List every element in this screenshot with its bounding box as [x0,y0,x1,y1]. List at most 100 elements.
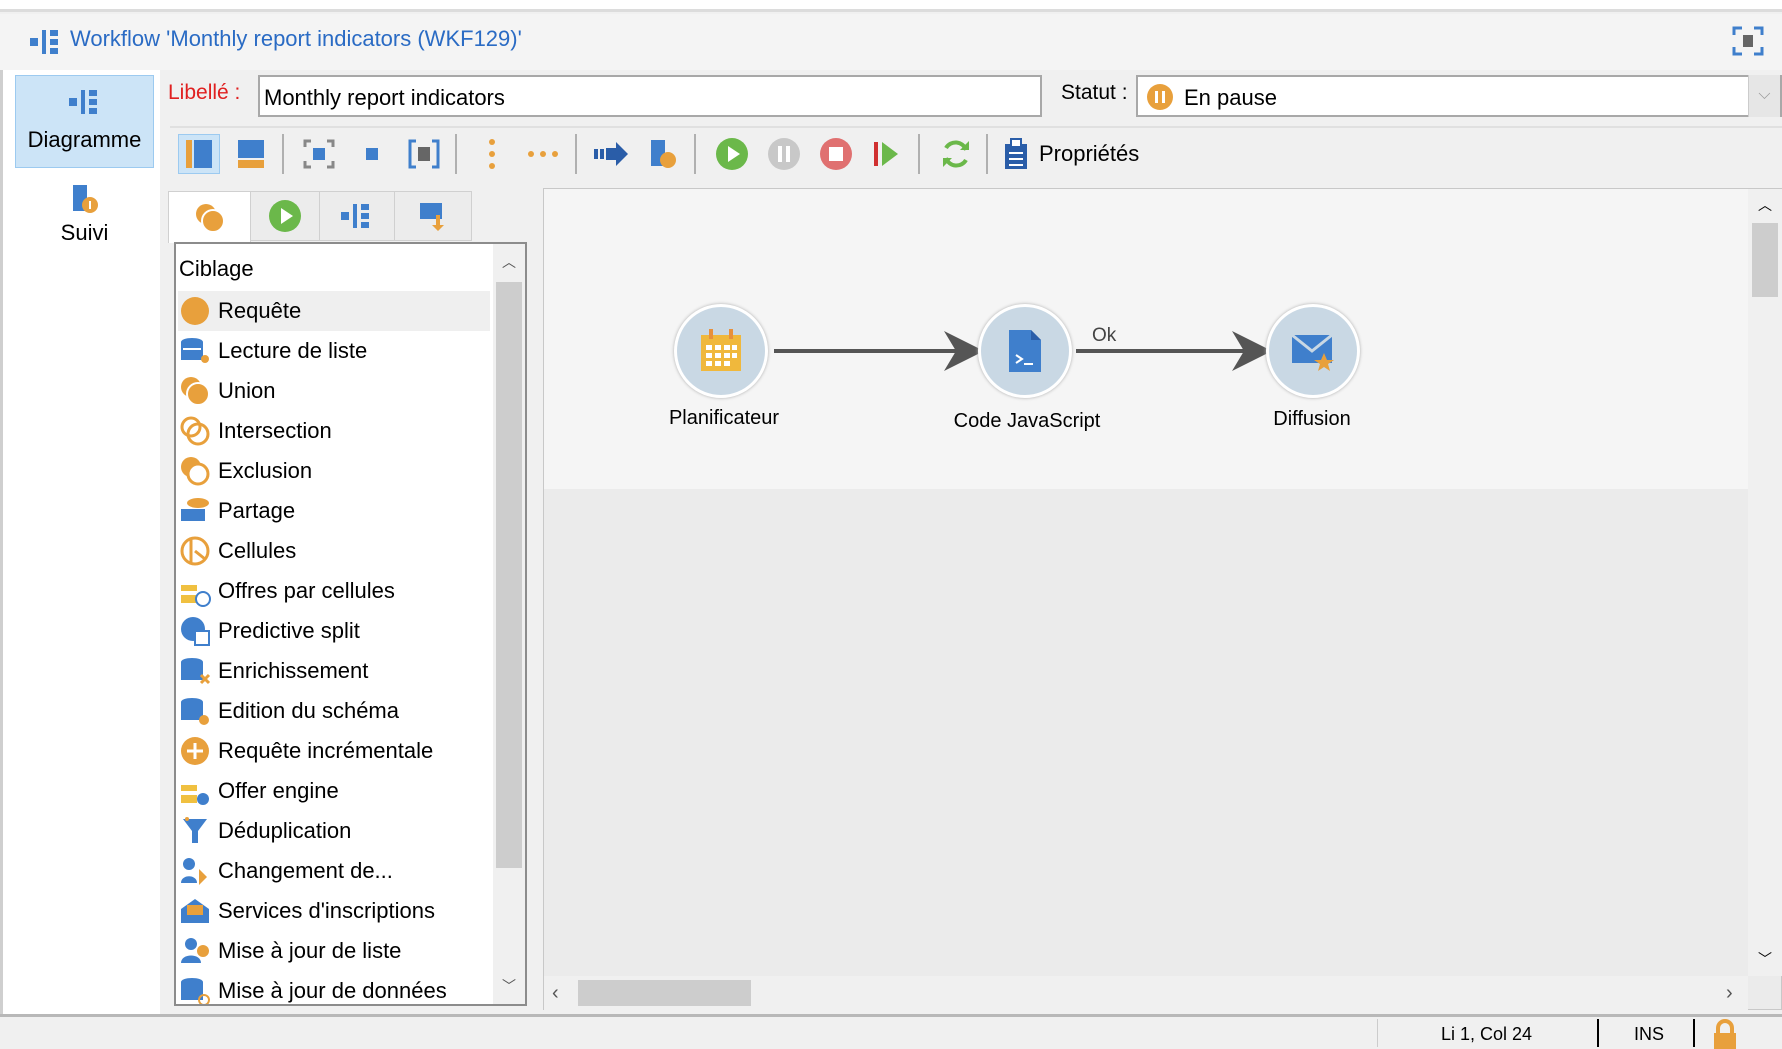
node-diffusion[interactable] [1266,304,1360,398]
palette-item-label: Changement de... [218,858,393,883]
tab-targeting[interactable] [168,191,251,243]
node-planificateur[interactable] [674,304,768,398]
targeting-icon [195,203,225,233]
status-bar: Li 1, Col 24 INS [0,1014,1782,1049]
vertical-align-button[interactable] [471,134,513,174]
palette-scrollbar[interactable]: ︿ ﹀ [493,244,525,1004]
pause-button[interactable] [763,134,805,174]
palette-item[interactable]: Mise à jour de données [178,971,490,1004]
scrollbar-thumb[interactable] [578,980,751,1006]
properties-button[interactable]: Propriétés [1003,134,1139,174]
palette-item-label: Cellules [218,538,297,563]
palette-item[interactable]: Enrichissement [178,651,490,691]
sidebar-item-suivi[interactable]: Suivi [15,175,154,268]
zoom-normal-button[interactable] [351,134,393,174]
zoom-select-button[interactable] [403,134,445,174]
palette-item[interactable]: Intersection [178,411,490,451]
palette-item[interactable]: Predictive split [178,611,490,651]
separator [1693,1019,1695,1047]
palette-item[interactable]: Requête [178,291,490,331]
palette-item[interactable]: Partage [178,491,490,531]
palette-item-label: Offer engine [218,778,339,803]
separator [918,134,920,174]
palette-item-label: Enrichissement [218,658,369,683]
transition-label: Ok [1092,325,1117,346]
palette-item-label: Offres par cellules [218,578,395,603]
palette-item[interactable]: Services d'inscriptions [178,891,490,931]
status-value: En pause [1184,85,1277,110]
tab-events[interactable] [394,191,472,241]
scrollbar-thumb[interactable] [1752,223,1778,297]
delivery-icon [1291,333,1334,371]
scrollbar-thumb[interactable] [496,282,522,868]
exclusion-icon [178,454,212,488]
maximize-icon[interactable] [1732,26,1764,56]
status-select[interactable]: En pause ⌵ [1136,75,1782,117]
tracking-icon [72,185,98,213]
palette-item-label: Edition du schéma [218,698,399,723]
palette-item[interactable]: Offer engine [178,771,490,811]
offer-engine-icon [178,774,212,808]
palette-item[interactable]: Union [178,371,490,411]
tab-flow-control[interactable] [250,191,320,241]
list-update-icon [178,934,212,968]
horizontal-layout-button[interactable] [230,134,272,174]
separator [986,134,988,174]
palette-item-label: Services d'inscriptions [218,898,435,923]
vertical-layout-button[interactable] [178,134,220,174]
tab-actions[interactable] [319,191,395,241]
stop-button[interactable] [815,134,857,174]
canvas-vertical-scrollbar[interactable]: ︿ ﹀ [1748,189,1782,976]
refresh-icon[interactable] [935,134,977,174]
separator [694,134,696,174]
play-icon [269,200,301,232]
palette-item-label: Requête [218,298,302,323]
scroll-left-icon[interactable]: ‹ [552,982,559,1004]
chevron-down-icon[interactable]: ⌵ [1748,75,1780,117]
change-dimension-icon [178,854,212,888]
unconditional-stop-button[interactable] [865,134,907,174]
palette-item-label: Partage [218,498,296,523]
intersection-icon [178,414,212,448]
scroll-up-icon[interactable]: ︿ [1758,197,1772,213]
window-title: Workflow 'Monthly report indicators (WKF… [70,26,522,51]
palette-item[interactable]: Requête incrémentale [178,731,490,771]
label-input[interactable]: Monthly report indicators [258,75,1042,117]
scroll-up-icon[interactable]: ︿ [502,254,516,270]
palette-item[interactable]: Exclusion [178,451,490,491]
predictive-split-icon [178,614,212,648]
palette-item-label: Lecture de liste [218,338,368,363]
palette-group-heading: Ciblage [179,256,254,281]
union-icon [178,374,212,408]
palette-item[interactable]: Offres par cellules [178,571,490,611]
node-label: Planificateur [668,407,780,429]
canvas-horizontal-scrollbar[interactable]: ‹ › [544,976,1748,1010]
palette-item-label: Exclusion [218,458,313,483]
scroll-right-icon[interactable]: › [1726,982,1733,1004]
separator [282,134,284,174]
sidebar-item-diagramme[interactable]: Diagramme [15,75,154,168]
palette-item[interactable]: Cellules [178,531,490,571]
schema-edit-icon [178,694,212,728]
palette-item-label: Union [218,378,276,403]
properties-label: Propriétés [1039,141,1140,166]
scroll-down-icon[interactable]: ﹀ [1758,951,1772,967]
tracking-icon[interactable] [642,134,684,174]
palette-item-label: Mise à jour de données [218,978,447,1003]
workflow-canvas[interactable]: Ok Planificateur Code JavaScript Diffusi… [543,188,1782,1010]
enrichment-icon [178,654,212,688]
palette-item[interactable]: Changement de... [178,851,490,891]
node-code-javascript[interactable] [978,304,1072,398]
palette-item[interactable]: Déduplication [178,811,490,851]
palette-item[interactable]: Mise à jour de liste [178,931,490,971]
separator [1377,1019,1378,1047]
horizontal-align-button[interactable] [522,134,564,174]
scroll-down-icon[interactable]: ﹀ [502,978,516,994]
palette-item[interactable]: Edition du schéma [178,691,490,731]
palette-item-label: Intersection [218,418,332,443]
zoom-fit-button[interactable] [298,134,340,174]
start-button[interactable] [711,134,753,174]
palette-item[interactable]: Lecture de liste [178,331,490,371]
arrow-right-icon[interactable] [590,134,632,174]
file-import-icon [420,203,444,231]
